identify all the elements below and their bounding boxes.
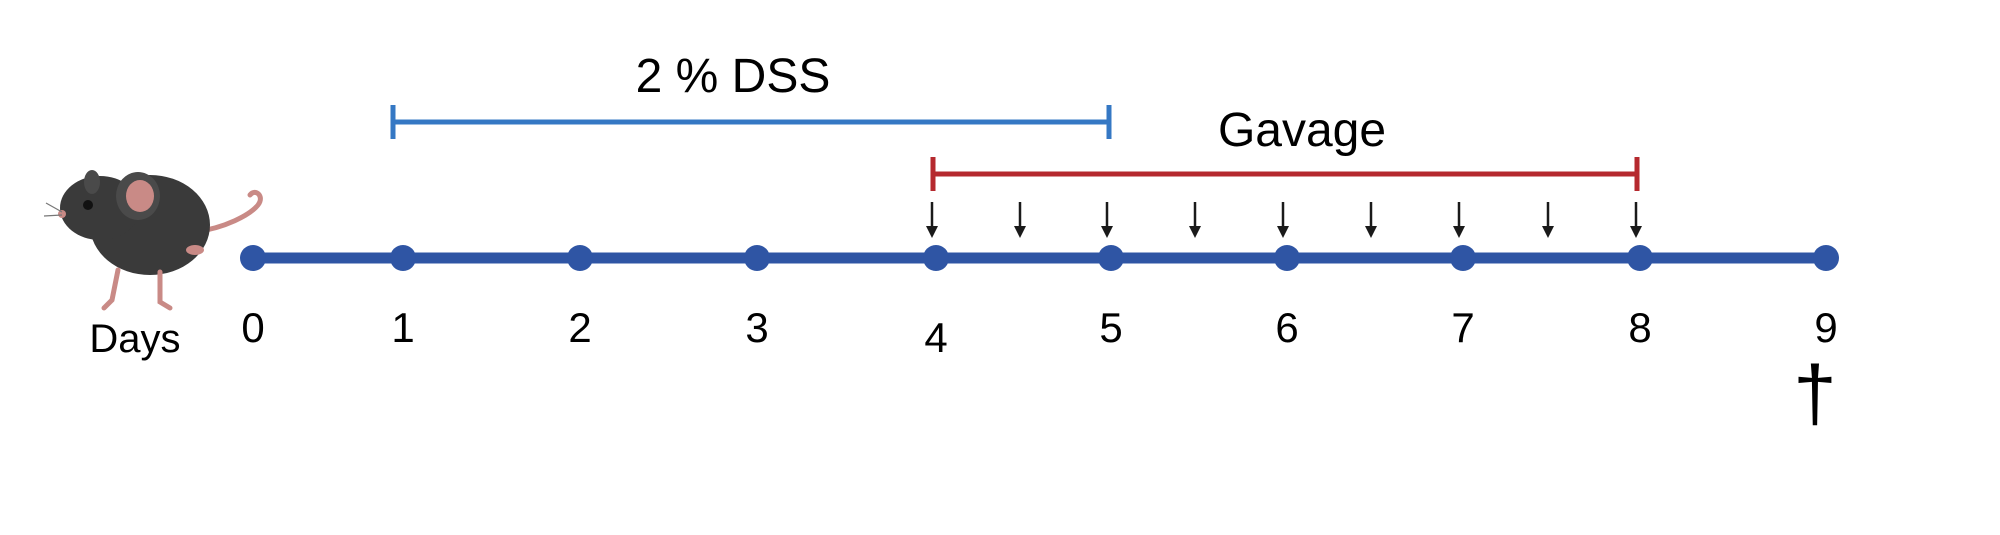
- day-label-0: 0: [241, 304, 264, 351]
- days-label: Days: [89, 317, 180, 361]
- dss-bracket: [390, 105, 1112, 139]
- gavage-arrow-9: [1630, 202, 1642, 238]
- dss-label: 2 % DSS: [636, 50, 831, 103]
- gavage-bracket: [930, 157, 1640, 191]
- gavage-label: Gavage: [1218, 104, 1386, 157]
- day-marker-7: [1450, 245, 1476, 271]
- gavage-arrow-8: [1542, 202, 1554, 238]
- day-marker-9: [1813, 245, 1839, 271]
- day-label-9: 9: [1814, 304, 1837, 351]
- day-marker-0: [240, 245, 266, 271]
- gavage-arrow-3: [1101, 202, 1113, 238]
- day-label-5: 5: [1099, 304, 1122, 351]
- day-label-8: 8: [1628, 304, 1651, 351]
- day-marker-2: [567, 245, 593, 271]
- gavage-arrow-7: [1453, 202, 1465, 238]
- mouse-icon: [43, 170, 263, 311]
- day-label-1: 1: [391, 304, 414, 351]
- day-marker-5: [1098, 245, 1124, 271]
- day-label-2: 2: [568, 304, 591, 351]
- gavage-arrow-6: [1365, 202, 1377, 238]
- day-label-7: 7: [1451, 304, 1474, 351]
- gavage-arrow-1: [926, 202, 938, 238]
- day-marker-6: [1274, 245, 1300, 271]
- day-marker-8: [1627, 245, 1653, 271]
- day-marker-1: [390, 245, 416, 271]
- day-label-3: 3: [745, 304, 768, 351]
- day-marker-4: [923, 245, 949, 271]
- day-label-4: 4: [924, 314, 947, 361]
- gavage-arrow-5: [1277, 202, 1289, 238]
- gavage-arrow-2: [1014, 202, 1026, 238]
- day-marker-3: [744, 245, 770, 271]
- day-label-6: 6: [1275, 304, 1298, 351]
- death-cross-icon: †: [1793, 349, 1836, 437]
- gavage-arrow-4: [1189, 202, 1201, 238]
